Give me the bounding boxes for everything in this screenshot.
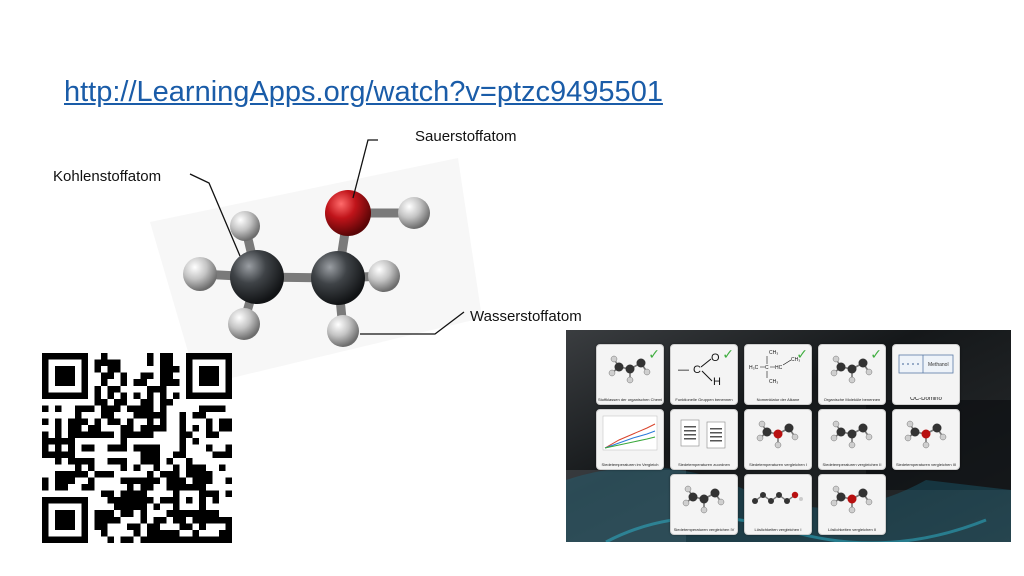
svg-text:O: O xyxy=(711,352,720,364)
oxygen-label: Sauerstoffatom xyxy=(415,128,517,145)
cards-icon xyxy=(680,419,726,449)
learningapps-link[interactable]: http://LearningApps.org/watch?v=ptzc9495… xyxy=(64,76,663,108)
app-tile[interactable]: Löslichkeiten vergleichen II xyxy=(818,474,886,535)
app-tile[interactable]: Siedetemperaturen zuordnen xyxy=(670,409,738,470)
app-tile-caption: Siedetemperaturen zuordnen xyxy=(678,462,730,467)
molecule-icon xyxy=(608,355,651,384)
domino-icon: Methanol xyxy=(898,354,954,374)
app-tile[interactable]: Siedetemperaturen vergleichen I xyxy=(744,409,812,470)
app-tile-caption: Siedetemperaturen vergleichen I xyxy=(749,462,807,467)
molecule-icon xyxy=(830,485,873,514)
qr-code[interactable] xyxy=(42,353,232,543)
hydrogen-atom xyxy=(228,308,260,340)
app-tile-caption: OC-Domino xyxy=(910,397,942,402)
hydrogen-label: Wasserstoffatom xyxy=(470,308,582,325)
svg-text:CH₃: CH₃ xyxy=(769,379,778,385)
checkmark-icon: ✓ xyxy=(796,347,808,363)
aldehyde-formula-icon: — C OH xyxy=(678,352,721,388)
callout-lines xyxy=(189,139,465,335)
alkane-formula-icon: CH₃ H₃C C HC CH₃ CH₃ xyxy=(749,350,800,385)
line-chart-icon xyxy=(602,415,658,451)
carbon-atom xyxy=(311,251,365,305)
hydrogen-atom xyxy=(183,257,217,291)
app-tile[interactable]: CH₃ H₃C C HC CH₃ CH₃ ✓ Nomenklatur der Alkane xyxy=(744,344,812,405)
app-tile-caption: Löslichkeiten vergleichen II xyxy=(827,527,877,532)
molecule-icon xyxy=(830,420,873,449)
svg-text:C: C xyxy=(693,364,701,376)
app-tile[interactable]: Siedetemperaturen vergleichen II xyxy=(818,409,886,470)
app-tile-caption: Siedetemperaturen im Vergleich xyxy=(601,462,659,467)
molecule-icon xyxy=(756,420,799,449)
molecule-icon xyxy=(904,420,947,449)
domino-label: Methanol xyxy=(928,362,949,368)
checkmark-icon: ✓ xyxy=(722,347,734,363)
svg-text:—: — xyxy=(678,364,689,376)
hydrogen-atom xyxy=(368,260,400,292)
app-tile[interactable]: Siedetemperaturen vergleichen III xyxy=(892,409,960,470)
hydrogen-atom xyxy=(327,315,359,347)
svg-text:HC: HC xyxy=(775,365,783,371)
app-tile[interactable]: ✓ Organische Moleküle benennen xyxy=(818,344,886,405)
svg-text:C: C xyxy=(765,365,769,371)
chain-molecule-icon xyxy=(752,491,803,504)
molecule-icon xyxy=(682,485,725,514)
svg-text:CH₃: CH₃ xyxy=(791,357,800,363)
oxygen-atom xyxy=(325,190,371,236)
checkmark-icon: ✓ xyxy=(648,347,660,363)
molecule-icon xyxy=(830,355,873,384)
app-tile-caption: Stoffklassen der organischen Chemie xyxy=(598,397,662,402)
app-tile[interactable]: Löslichkeiten vergleichen I xyxy=(744,474,812,535)
svg-text:H: H xyxy=(713,376,721,388)
svg-text:H₃C: H₃C xyxy=(749,365,759,371)
app-tile-caption: Siedetemperaturen vergleichen IV xyxy=(673,527,735,532)
svg-text:CH₃: CH₃ xyxy=(769,350,778,356)
hydrogen-atom xyxy=(398,197,430,229)
learningapps-collection-screenshot: ✓ Stoffklassen der organischen Chemie — C … xyxy=(566,330,1011,542)
hydrogen-atom xyxy=(230,211,260,241)
app-tile-caption: Löslichkeiten vergleichen I xyxy=(754,527,802,532)
app-tile-caption: Nomenklatur der Alkane xyxy=(756,397,800,402)
app-tile[interactable]: Siedetemperaturen vergleichen IV xyxy=(670,474,738,535)
app-tile-caption: Organische Moleküle benennen xyxy=(823,397,881,402)
app-tile-caption: Siedetemperaturen vergleichen II xyxy=(822,462,882,467)
app-tile-caption: Funktionelle Gruppen benennen xyxy=(675,397,733,402)
app-tile-caption: Siedetemperaturen vergleichen III xyxy=(895,462,957,467)
checkmark-icon: ✓ xyxy=(870,347,882,363)
carbon-atom xyxy=(230,250,284,304)
carbon-label: Kohlenstoffatom xyxy=(53,168,162,185)
app-tile[interactable]: ✓ Stoffklassen der organischen Chemie xyxy=(596,344,664,405)
app-tile[interactable]: Siedetemperaturen im Vergleich xyxy=(596,409,664,470)
